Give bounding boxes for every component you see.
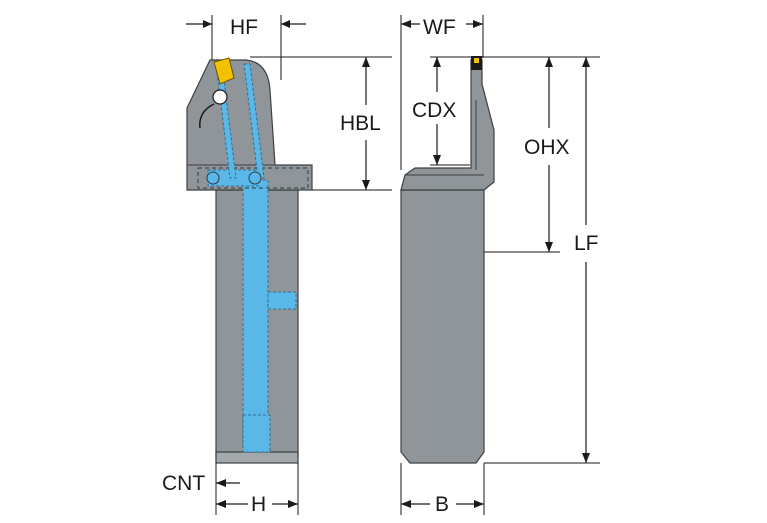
side-shank	[400, 189, 485, 464]
front-coolant-port-bottom	[242, 414, 271, 453]
label-h: H	[251, 493, 266, 516]
front-insert	[213, 57, 235, 85]
dimension-lines	[186, 15, 600, 515]
label-cdx: CDX	[412, 99, 456, 122]
side-view	[400, 56, 495, 464]
front-coolant-diagonal-2	[243, 63, 265, 179]
label-hf: HF	[230, 16, 258, 39]
label-lf: LF	[574, 232, 599, 255]
side-insert-tip	[474, 58, 479, 63]
front-port-circle-2	[248, 171, 262, 185]
label-ohx: OHX	[524, 136, 570, 159]
front-coolant-port-side	[267, 291, 297, 310]
side-head	[400, 59, 495, 191]
front-view	[186, 57, 313, 464]
front-port-circle-1	[206, 171, 220, 185]
dimension-labels: HF HBL CNT H WF CDX OHX LF B	[162, 16, 599, 516]
label-cnt: CNT	[162, 472, 205, 495]
front-head-bore	[197, 167, 309, 189]
label-wf: WF	[423, 16, 456, 39]
label-hbl: HBL	[340, 112, 381, 135]
front-wire	[199, 103, 215, 129]
front-coolant-channel	[242, 179, 269, 449]
label-b: B	[435, 493, 449, 516]
front-shank-end	[215, 451, 299, 464]
front-clamp-screw	[212, 89, 228, 105]
